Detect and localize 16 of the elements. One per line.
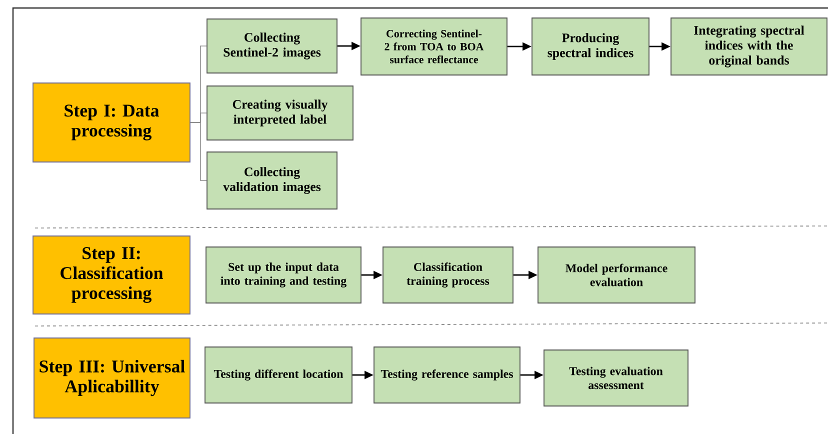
process-box: Classification training process (382, 246, 514, 304)
step-box: Step III: Universal Aplicabillity (34, 338, 190, 418)
process-box: Collecting Sentinel-2 images (206, 18, 338, 74)
process-box: Set up the input data into training and testing (206, 246, 362, 304)
step-box: Step II: Classification processing (32, 236, 190, 314)
process-box: Creating visually interpreted label (206, 86, 354, 140)
process-box: Testing different location (204, 346, 352, 404)
process-box: Testing evaluation assessment (544, 350, 688, 406)
process-box: Correcting Sentinel-2 from TOA to BOA surface reflectance (360, 18, 508, 76)
step-box: Step I: Data processing (32, 82, 190, 162)
process-box: Producing spectral indices (532, 18, 650, 76)
bracket-line (190, 122, 207, 181)
process-box: Model performance evaluation (538, 246, 696, 304)
process-box: Collecting validation images (206, 152, 338, 210)
process-box: Testing reference samples (374, 346, 520, 404)
process-box: Integrating spectral indices with the original bands (670, 18, 828, 76)
